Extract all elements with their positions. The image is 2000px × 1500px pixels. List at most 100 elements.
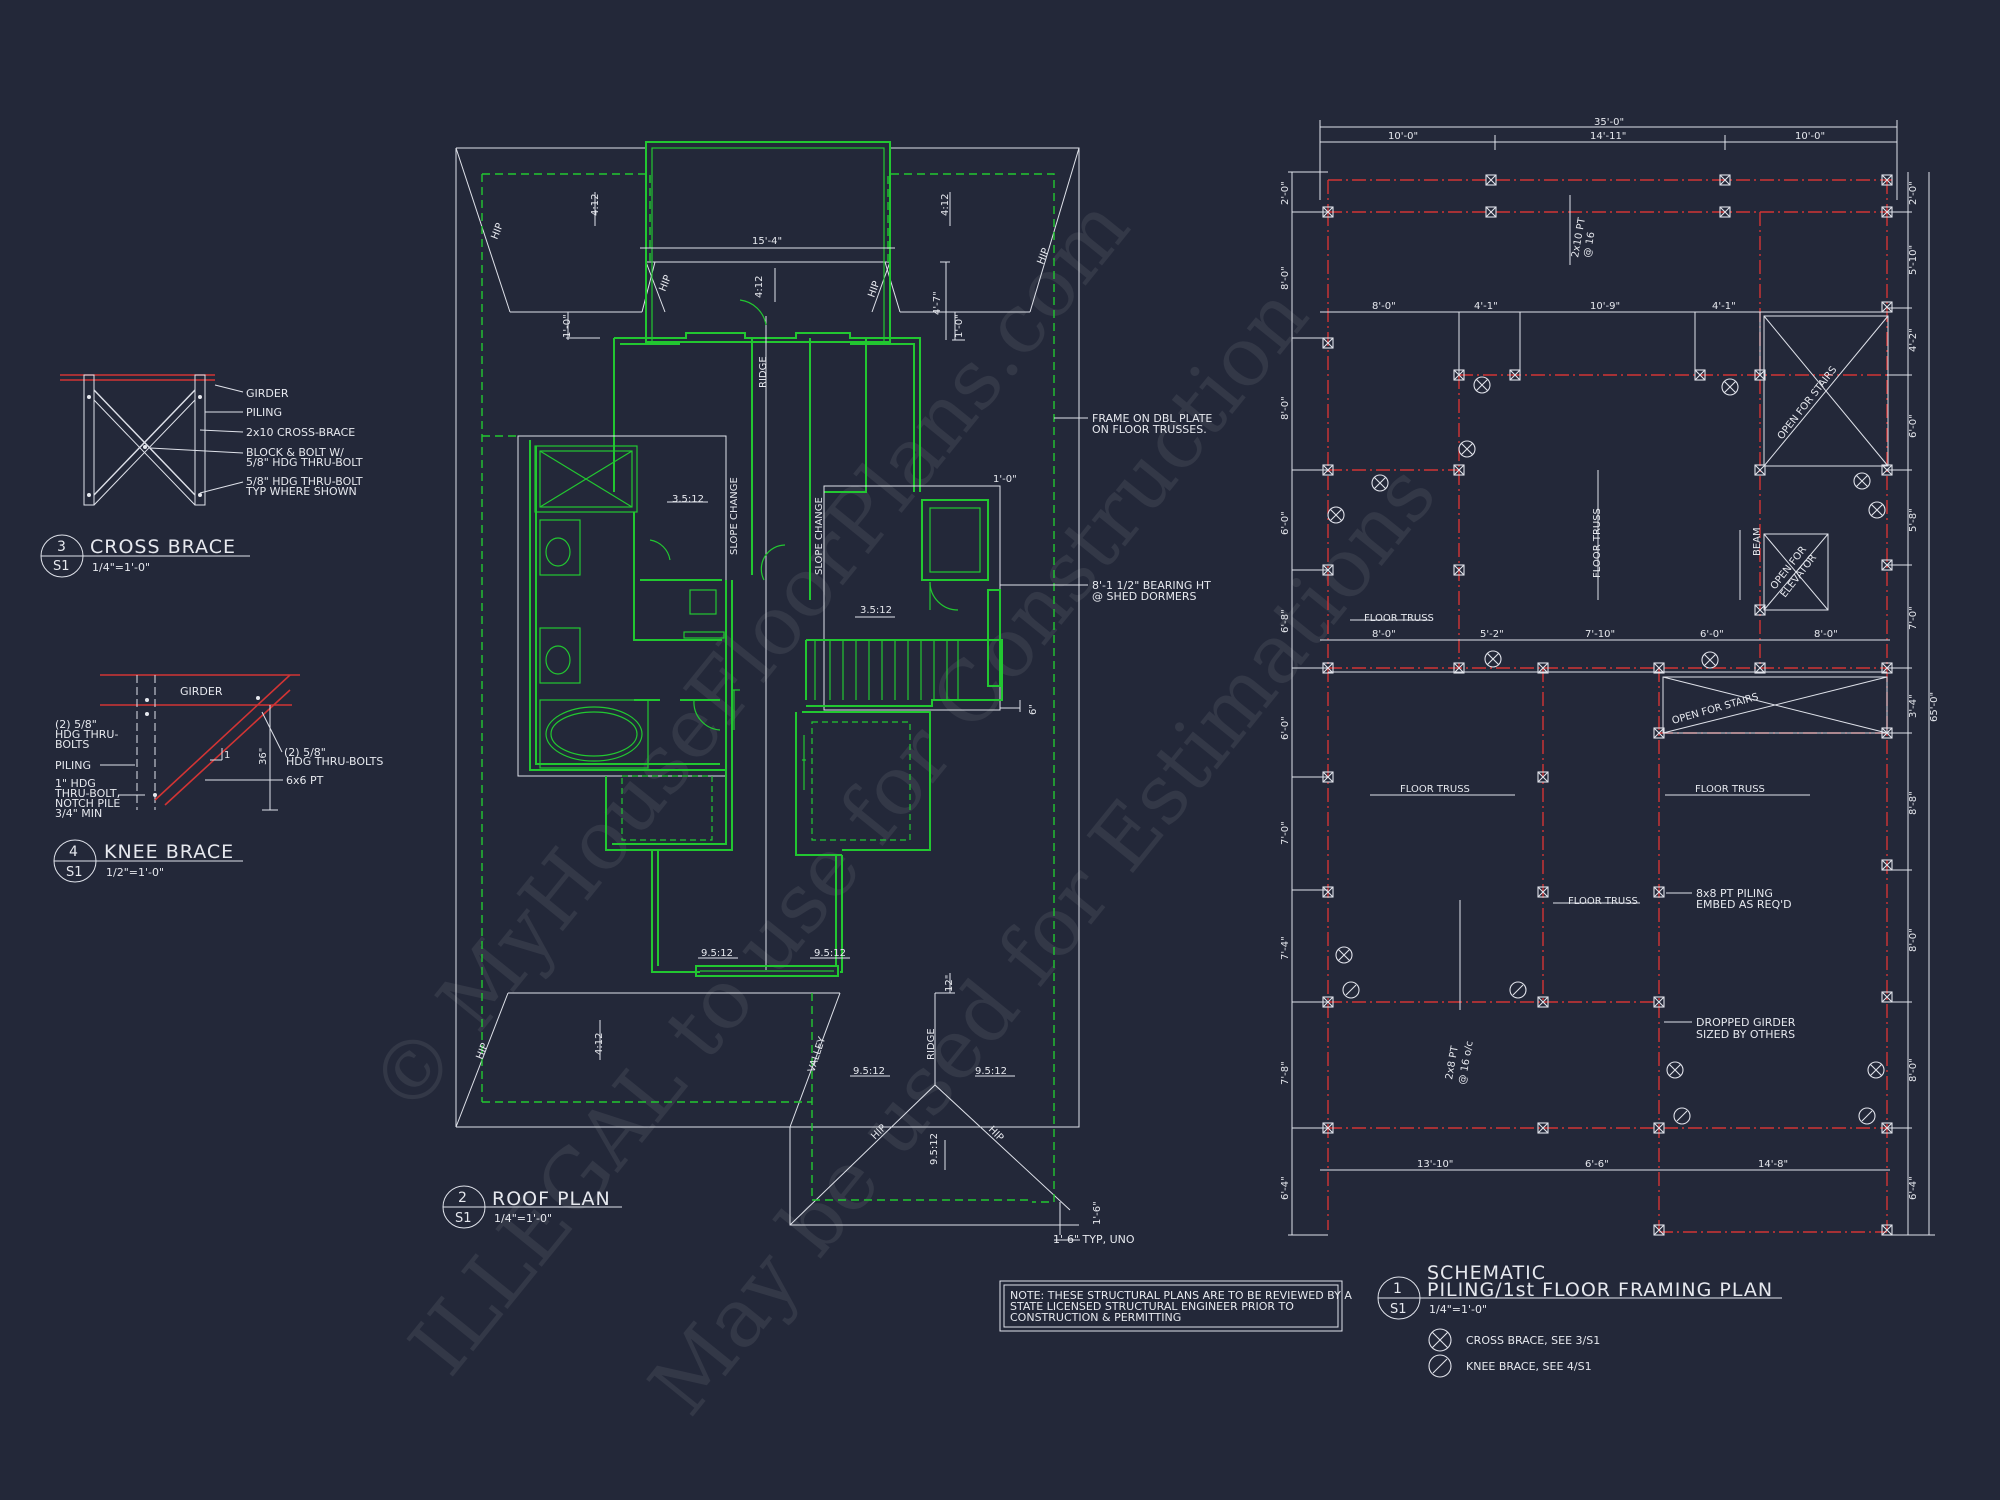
roof-dim-6: 6" bbox=[1028, 704, 1039, 715]
fp-girder-note-2: SIZED BY OTHERS bbox=[1696, 1028, 1795, 1041]
roof-pitch-10: 9.5:12 bbox=[975, 1066, 1007, 1077]
fp-row2-2: 7'-10" bbox=[1585, 629, 1615, 640]
fp-floor-truss-1: FLOOR TRUSS bbox=[1364, 613, 1434, 624]
fp-right-6: 3'-4" bbox=[1908, 694, 1919, 718]
knee-brace-left-piling: PILING bbox=[55, 759, 91, 772]
knee-brace-left-3: BOLTS bbox=[55, 738, 89, 751]
fp-right-8: 8'-0" bbox=[1908, 928, 1919, 952]
knee-brace-slope: 1 bbox=[224, 750, 230, 761]
fp-floor-truss-3: FLOOR TRUSS bbox=[1695, 784, 1765, 795]
fp-sheet: S1 bbox=[1390, 1302, 1407, 1317]
knee-brace-right-3: 6x6 PT bbox=[286, 774, 324, 787]
fp-dim-top-a: 10'-0" bbox=[1388, 131, 1418, 142]
cross-brace-note-typ: TYP WHERE SHOWN bbox=[245, 485, 357, 498]
cross-brace-note-cross: 2x10 CROSS-BRACE bbox=[246, 426, 355, 439]
roof-pitch-8: 9.5:12 bbox=[814, 948, 846, 959]
cross-brace-note-bolt2: 5/8" HDG THRU-BOLT bbox=[246, 475, 363, 488]
roof-plan: HIP HIP HIP HIP HIP HIP HIP RIDGE RIDGE … bbox=[442, 141, 1212, 1246]
knee-brace-num: 4 bbox=[69, 844, 78, 860]
fp-row1-0: 8'-0" bbox=[1372, 301, 1396, 312]
fp-row2-3: 6'-0" bbox=[1700, 629, 1724, 640]
cross-brace-note-piling: PILING bbox=[246, 406, 282, 419]
roof-bearing-note-1: 8'-1 1/2" BEARING HT bbox=[1092, 579, 1211, 592]
piling-markers bbox=[1322, 174, 1893, 1236]
roof-pitch-9: 9.5:12 bbox=[853, 1066, 885, 1077]
cross-brace-num: 3 bbox=[57, 539, 66, 555]
roof-dim-1-0-b: 1'-0" bbox=[954, 314, 965, 338]
roof-plan-title: ROOF PLAN bbox=[492, 1188, 611, 1210]
roof-pitch-5: 3.5:12 bbox=[672, 494, 704, 505]
roof-typ-note: 1'-6" TYP, UNO bbox=[1053, 1233, 1135, 1246]
fp-floor-truss-2: FLOOR TRUSS bbox=[1400, 784, 1470, 795]
cross-brace-note-bolt: 5/8" HDG THRU-BOLT bbox=[246, 456, 363, 469]
roof-hip-3: HIP bbox=[658, 274, 674, 293]
roof-pitch-2: 4:12 bbox=[940, 194, 951, 216]
roof-valley: VALLEY bbox=[806, 1035, 828, 1074]
fp-left-1: 8'-0" bbox=[1280, 266, 1291, 290]
roof-slope-change-1: SLOPE CHANGE bbox=[729, 477, 740, 555]
fp-right-7: 8'-8" bbox=[1908, 791, 1919, 815]
fp-left-7: 7'-4" bbox=[1280, 936, 1291, 960]
roof-hip-4: HIP bbox=[866, 280, 882, 299]
fp-right-10: 6'-4" bbox=[1908, 1176, 1919, 1200]
roof-pitch-7: 9.5:12 bbox=[701, 948, 733, 959]
fp-scale: 1/4"=1'-0" bbox=[1429, 1303, 1487, 1316]
fp-left-2: 8'-0" bbox=[1280, 396, 1291, 420]
note-line-3: CONSTRUCTION & PERMITTING bbox=[1010, 1311, 1181, 1324]
roof-pitch-4: 4:12 bbox=[594, 1033, 605, 1055]
cross-brace-scale: 1/4"=1'-0" bbox=[92, 561, 150, 574]
knee-brace-sheet: S1 bbox=[66, 865, 83, 880]
fp-title-1: SCHEMATIC bbox=[1427, 1262, 1546, 1284]
cross-brace-note-girder: GIRDER bbox=[246, 387, 289, 400]
fp-girder-note-1: DROPPED GIRDER bbox=[1696, 1016, 1796, 1029]
fp-row2-1: 5'-2" bbox=[1480, 629, 1504, 640]
fp-dim-top-b: 14'-11" bbox=[1590, 131, 1626, 142]
legend-cross-brace: CROSS BRACE, SEE 3/S1 bbox=[1466, 1334, 1600, 1347]
roof-pitch-11: 9.5:12 bbox=[929, 1133, 940, 1165]
roof-hip-1: HIP bbox=[490, 222, 506, 241]
fp-left-5: 6'-0" bbox=[1280, 716, 1291, 740]
fp-dim-top-c: 10'-0" bbox=[1795, 131, 1825, 142]
fp-left-9: 6'-4" bbox=[1280, 1176, 1291, 1200]
watermark: © MyHouseFloorPlans.com ILLEGAL to use f… bbox=[352, 181, 1455, 1433]
cross-brace-detail: GIRDER PILING 2x10 CROSS-BRACE BLOCK & B… bbox=[40, 374, 363, 578]
fp-left-0: 2'-0" bbox=[1280, 181, 1291, 205]
knee-brace-girder: GIRDER bbox=[180, 685, 223, 698]
fp-right-0: 2'-0" bbox=[1908, 181, 1919, 205]
roof-dim-1-6: 1'-6" bbox=[1092, 1201, 1103, 1225]
legend bbox=[1428, 1328, 1452, 1378]
fp-right-2: 4'-2" bbox=[1908, 328, 1919, 352]
roof-dim-15-4: 15'-4" bbox=[752, 236, 782, 247]
roof-frame-note-1: FRAME ON DBL PLATE bbox=[1092, 412, 1212, 425]
knee-brace-left-6: NOTCH PILE bbox=[55, 797, 120, 810]
knee-brace-left-1: (2) 5/8" bbox=[55, 718, 97, 731]
roof-ridge-1: RIDGE bbox=[758, 356, 769, 388]
roof-pitch-1: 4:12 bbox=[590, 194, 601, 216]
cross-brace-title: CROSS BRACE bbox=[90, 536, 236, 558]
fp-right-5: 7'-0" bbox=[1908, 606, 1919, 630]
roof-dim-1-0-c: 1'-0" bbox=[993, 474, 1017, 485]
fp-left-8: 7'-8" bbox=[1280, 1061, 1291, 1085]
fp-right-overall: 65'-0" bbox=[1929, 692, 1940, 722]
note-line-2: STATE LICENSED STRUCTURAL ENGINEER PRIOR… bbox=[1010, 1300, 1294, 1313]
girder-lines bbox=[1327, 179, 1892, 1233]
structural-note-box: NOTE: THESE STRUCTURAL PLANS ARE TO BE R… bbox=[999, 1280, 1352, 1332]
knee-brace-left-4: 1" HDG bbox=[55, 777, 96, 790]
knee-brace-detail: 1 GIRDER 36" (2) 5/8" HDG THRU- BOLTS PI… bbox=[53, 674, 383, 883]
fp-floor-truss-4: FLOOR TRUSS bbox=[1568, 896, 1638, 907]
framing-plan: 35'-0" 10'-0" 14'-11" 10'-0" 8'-0" 4'-1"… bbox=[1280, 117, 1940, 1378]
fp-row1-3: 4'-1" bbox=[1712, 301, 1736, 312]
knee-brace-dim: 36" bbox=[258, 748, 269, 765]
fp-row2-4: 8'-0" bbox=[1814, 629, 1838, 640]
roof-dim-12: 12" bbox=[944, 975, 955, 992]
knee-brace-title: KNEE BRACE bbox=[104, 841, 234, 863]
brace-symbols bbox=[1327, 376, 1886, 1125]
stair-treads bbox=[829, 640, 959, 700]
roof-bearing-note-2: @ SHED DORMERS bbox=[1092, 590, 1197, 603]
roof-pitch-6: 3.5:12 bbox=[860, 605, 892, 616]
knee-brace-left-2: HDG THRU- bbox=[55, 728, 118, 741]
roof-dim-1-0-a: 1'-0" bbox=[562, 314, 573, 338]
roof-plan-sheet: S1 bbox=[455, 1211, 472, 1226]
fp-row1-1: 4'-1" bbox=[1474, 301, 1498, 312]
